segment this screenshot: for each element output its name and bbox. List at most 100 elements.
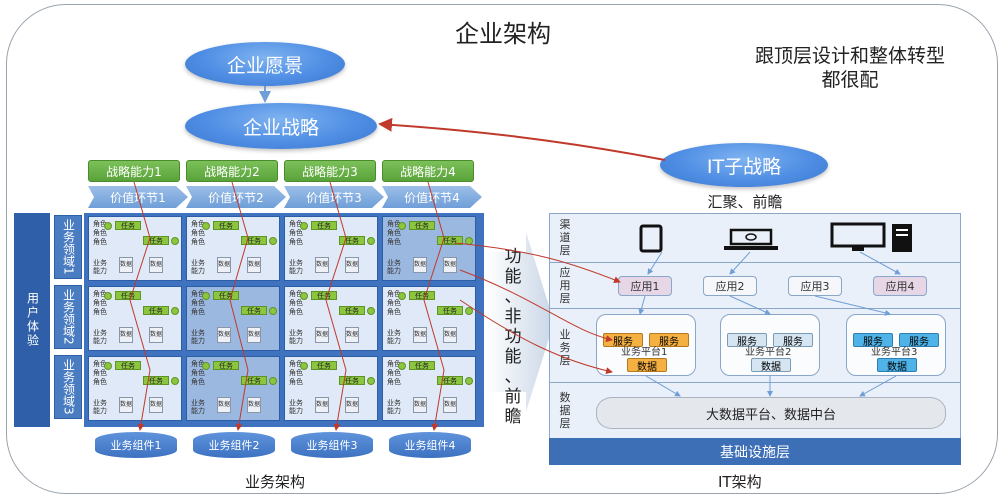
role-label: 角色 <box>289 369 303 377</box>
task-box: 任务 <box>339 376 365 385</box>
user-experience-bar: 用户体验 <box>14 213 50 427</box>
task-box: 任务 <box>143 306 169 315</box>
business-cell-1-3: 角色角色角色任务任务业务能力数据数据 <box>284 216 378 281</box>
it-strategy-subtitle: 汇聚、前瞻 <box>707 193 783 211</box>
task-box: 任务 <box>311 291 337 300</box>
business-cell-2-2: 角色角色角色任务任务业务能力数据数据 <box>186 286 280 351</box>
middle-char: 、 <box>504 287 522 307</box>
data-doc-icon: 数据 <box>149 397 163 413</box>
role-label: 角色 <box>387 360 401 368</box>
task-node-icon <box>171 377 179 385</box>
business-cell-2-4: 角色角色角色任务任务业务能力数据数据 <box>382 286 476 351</box>
task-node-icon <box>300 222 308 230</box>
role-label: 角色 <box>387 369 401 377</box>
task-box: 任务 <box>143 376 169 385</box>
data-doc-icon: 数据 <box>217 397 231 413</box>
data-doc-icon: 数据 <box>247 397 261 413</box>
business-cell-3-4: 角色角色角色任务任务业务能力数据数据 <box>382 356 476 421</box>
annotation-line-1: 跟顶层设计和整体转型 <box>754 45 945 67</box>
task-box: 任务 <box>409 361 435 370</box>
business-cell-2-1: 角色角色角色任务任务业务能力数据数据 <box>88 286 182 351</box>
task-node-icon <box>269 307 277 315</box>
value-chain-3: 价值环节3 <box>284 186 384 208</box>
business-layer <box>549 309 961 383</box>
ability-label: 业务能力 <box>93 399 107 415</box>
data-doc-icon: 数据 <box>345 397 359 413</box>
role-label: 角色 <box>289 238 303 246</box>
enterprise-strategy: 企业战略 <box>185 103 377 149</box>
task-box: 任务 <box>409 221 435 230</box>
business-component-3: 业务组件3 <box>291 432 373 458</box>
capability-4: 战略能力4 <box>382 160 474 182</box>
channel-layer <box>549 213 961 263</box>
middle-char: 前 <box>504 387 522 407</box>
task-node-icon <box>367 307 375 315</box>
channel-layer-label: 渠道层 <box>559 218 571 257</box>
role-label: 角色 <box>191 369 205 377</box>
role-label: 角色 <box>93 238 107 246</box>
task-box: 任务 <box>339 236 365 245</box>
it-architecture-label: IT架构 <box>718 473 762 491</box>
platform-2: 服务 服务 数据 业务平台2 <box>720 314 820 376</box>
business-domain-2-label: 业务领域2 <box>61 289 76 345</box>
task-box: 任务 <box>311 221 337 230</box>
business-component-1: 业务组件1 <box>95 432 177 458</box>
platform-3-service-a: 服务 <box>853 333 893 348</box>
data-doc-icon: 数据 <box>217 327 231 343</box>
middle-char: 能 <box>504 267 522 287</box>
platform-3-data: 数据 <box>877 358 917 373</box>
role-label: 角色 <box>191 229 205 237</box>
role-label: 角色 <box>289 378 303 386</box>
platform-3-service-b: 服务 <box>899 333 939 348</box>
middle-char: 能 <box>504 347 522 367</box>
task-box: 任务 <box>115 291 141 300</box>
page-title: 企业架构 <box>455 20 551 48</box>
role-label: 角色 <box>289 229 303 237</box>
tablet-icon <box>639 224 663 253</box>
capability-2: 战略能力2 <box>186 160 278 182</box>
role-label: 角色 <box>93 308 107 316</box>
task-node-icon <box>202 222 210 230</box>
task-node-icon <box>269 377 277 385</box>
role-label: 角色 <box>289 299 303 307</box>
bigdata-platform: 大数据平台、数据中台 <box>596 397 946 429</box>
task-box: 任务 <box>115 221 141 230</box>
business-cell-1-2: 角色角色角色任务任务业务能力数据数据 <box>186 216 280 281</box>
middle-char: 功 <box>504 327 522 347</box>
middle-char: 非 <box>504 307 522 327</box>
task-box: 任务 <box>311 361 337 370</box>
ability-label: 业务能力 <box>93 329 107 345</box>
data-doc-icon: 数据 <box>413 397 427 413</box>
role-label: 角色 <box>191 290 205 298</box>
data-doc-icon: 数据 <box>315 397 329 413</box>
role-label: 角色 <box>387 220 401 228</box>
middle-char: 、 <box>504 367 522 387</box>
business-domain-1: 业务领域1 <box>54 215 82 279</box>
platform-2-data: 数据 <box>751 358 791 373</box>
role-label: 角色 <box>93 290 107 298</box>
business-cell-2-3: 角色角色角色任务任务业务能力数据数据 <box>284 286 378 351</box>
ability-label: 业务能力 <box>289 329 303 345</box>
it-sub-strategy: IT子战略 <box>660 143 828 187</box>
task-node-icon <box>398 222 406 230</box>
middle-char: 瞻 <box>504 407 522 427</box>
business-component-4: 业务组件4 <box>389 432 471 458</box>
data-doc-icon: 数据 <box>345 257 359 273</box>
data-doc-icon: 数据 <box>217 257 231 273</box>
platform-3: 服务 服务 数据 业务平台3 <box>846 314 946 376</box>
role-label: 角色 <box>93 360 107 368</box>
business-cell-3-1: 角色角色角色任务任务业务能力数据数据 <box>88 356 182 421</box>
ability-label: 业务能力 <box>387 259 401 275</box>
data-doc-icon: 数据 <box>443 327 457 343</box>
business-cell-1-1: 角色角色角色任务任务业务能力数据数据 <box>88 216 182 281</box>
data-doc-icon: 数据 <box>315 257 329 273</box>
business-cell-1-4: 角色角色角色任务任务业务能力数据数据 <box>382 216 476 281</box>
role-label: 角色 <box>93 369 107 377</box>
task-node-icon <box>398 362 406 370</box>
task-box: 任务 <box>437 306 463 315</box>
task-box: 任务 <box>339 306 365 315</box>
task-node-icon <box>202 292 210 300</box>
data-layer-label: 数据层 <box>559 391 571 430</box>
task-node-icon <box>171 307 179 315</box>
ability-label: 业务能力 <box>289 399 303 415</box>
